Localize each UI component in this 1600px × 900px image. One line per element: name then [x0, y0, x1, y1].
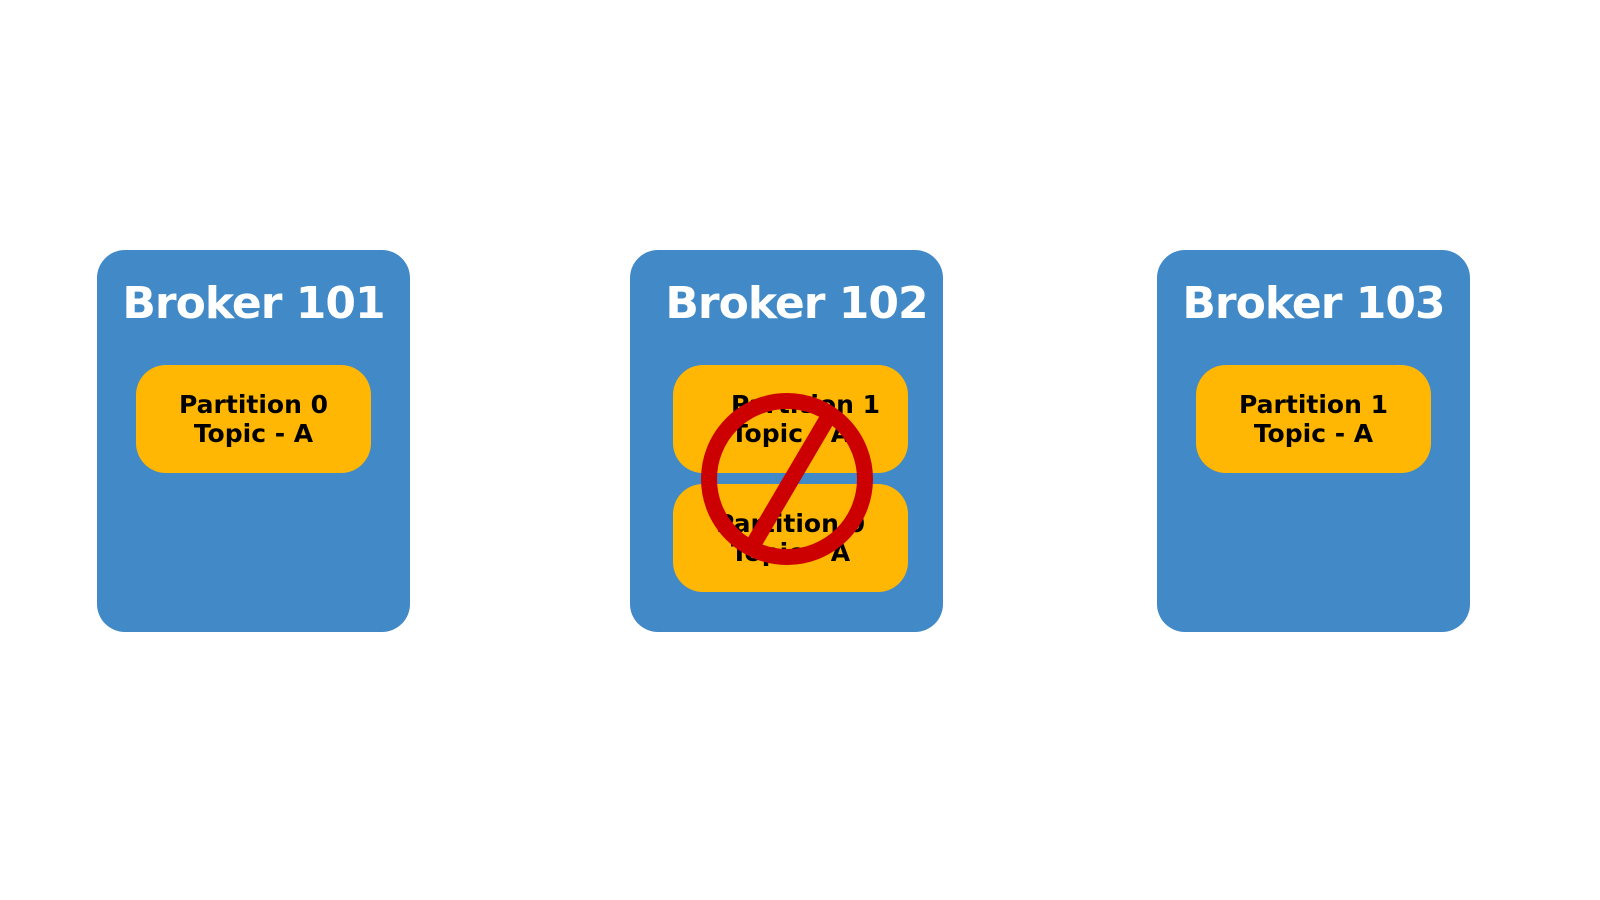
- partition-box: Partition 0 Topic - A: [136, 365, 371, 473]
- prohibited-circle: [701, 393, 873, 565]
- partition-name: Partition 1: [1239, 390, 1388, 419]
- partition-topic: Topic - A: [193, 419, 314, 448]
- broker-title: Broker 101: [122, 278, 385, 329]
- broker-103: Broker 103 Partition 1 Topic - A: [1157, 250, 1470, 632]
- prohibited-icon: [701, 393, 873, 565]
- prohibited-slash: [743, 409, 837, 555]
- broker-title: Broker 102: [665, 278, 928, 329]
- broker-title: Broker 103: [1182, 278, 1445, 329]
- partition-box: Partition 1 Topic - A: [1196, 365, 1431, 473]
- broker-101: Broker 101 Partition 0 Topic - A: [97, 250, 410, 632]
- partition-topic: Topic - A: [1253, 419, 1374, 448]
- partition-name: Partition 0: [179, 390, 328, 419]
